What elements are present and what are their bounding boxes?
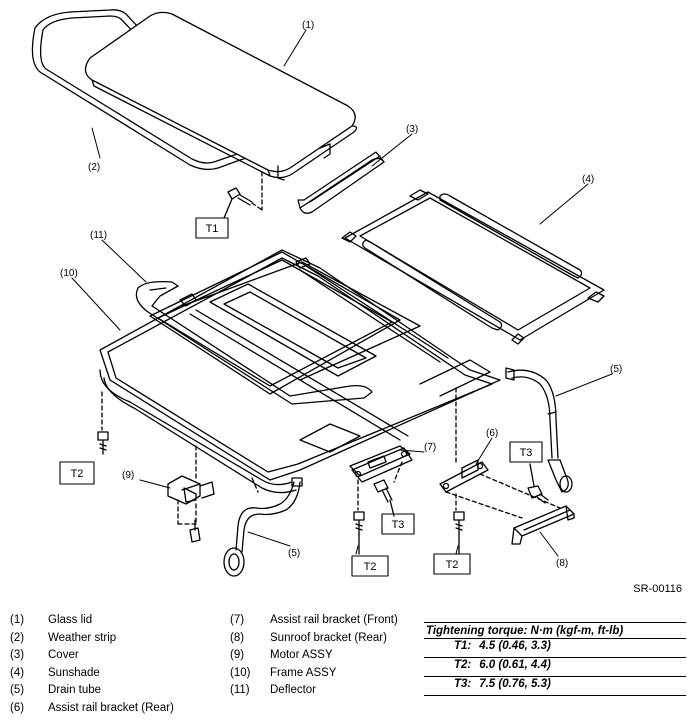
callout-4: (4) [582, 174, 594, 185]
legend-name: Deflector [270, 684, 317, 696]
deflector-part [135, 280, 373, 405]
sunroof-bracket-rear-part [511, 505, 575, 545]
legend-row: (9) Motor ASSY [230, 647, 398, 665]
legend-name: Assist rail bracket (Front) [270, 614, 398, 626]
legend-num: (7) [230, 614, 245, 626]
callout-1: (1) [302, 20, 314, 31]
torque-tag-t3-right: T3 [509, 441, 543, 463]
callout-5-rear: (5) [610, 364, 622, 375]
torque-value: 6.0 (0.61, 4.4) [479, 659, 551, 671]
callout-5-front: (5) [288, 548, 300, 559]
legend-name: Sunshade [48, 666, 100, 679]
legend-num: (8) [230, 631, 245, 644]
parts-legend-left: (1) Glass lid (2) Weather strip (3) Cover (… [10, 612, 174, 717]
torque-tag-t1: T1 [195, 217, 229, 239]
legend-num: (10) [230, 666, 251, 679]
legend-row: (5) Drain tube [10, 682, 174, 700]
callout-3: (3) [406, 124, 418, 135]
legend-num: (5) [10, 684, 25, 696]
legend-num: (4) [10, 666, 25, 679]
torque-key: T1: [454, 640, 472, 652]
legend-row: (1) Glass lid [10, 612, 174, 630]
callout-11: (11) [90, 230, 107, 241]
callout-2: (2) [88, 162, 100, 173]
torque-table: Tightening torque: N·m (kgf-m, ft-lb) T1… [424, 622, 686, 696]
bolt-t2-right [453, 511, 465, 555]
parts-legend-right: (7) Assist rail bracket (Front) (8) Sunroo… [230, 612, 398, 700]
legend-row: (4) Sunshade [10, 665, 174, 683]
torque-tag-t2-right: T2 [433, 553, 471, 575]
torque-value: 7.5 (0.76, 5.3) [479, 678, 551, 690]
svg-text:T2: T2 [446, 559, 459, 571]
svg-text:T3: T3 [520, 447, 533, 459]
torque-tag-t2-center: T2 [351, 555, 389, 577]
legend-name: Glass lid [48, 614, 93, 626]
torque-tag-t2-left: T2 [59, 461, 95, 485]
torque-key: T2: [454, 659, 472, 671]
legend-num: (9) [230, 649, 245, 661]
motor-assy-part [167, 475, 215, 543]
legend-num: (2) [10, 631, 25, 644]
legend-name: Motor ASSY [270, 649, 333, 661]
legend-row: (2) Weather strip [10, 630, 174, 648]
svg-text:T3: T3 [392, 519, 405, 531]
sunroof-exploded-diagram: (1) (2) (3) (4) (5) (6) (7) (8) (9) (10)… [31, 9, 622, 577]
svg-text:T1: T1 [206, 223, 219, 235]
legend-name: Cover [48, 649, 79, 661]
bolt-t2-left [97, 431, 109, 455]
legend-row: (10) Frame ASSY [230, 665, 398, 683]
assist-rail-bracket-front-part [349, 445, 413, 511]
torque-row: T3: 7.5 (0.76, 5.3) [424, 677, 686, 696]
legend-name: Assist rail bracket (Rear) [48, 701, 174, 714]
figure-code: SR-00116 [633, 583, 682, 595]
torque-value: 4.5 (0.46, 3.3) [479, 640, 551, 652]
drain-tube-rear-part [505, 367, 573, 493]
legend-name: Weather strip [48, 631, 117, 644]
legend-name: Drain tube [48, 684, 102, 696]
glass-lid-part [84, 11, 358, 211]
legend-row: (7) Assist rail bracket (Front) [230, 612, 398, 630]
bolt-t2-center [353, 511, 365, 555]
bolt-t3-center [373, 479, 395, 517]
legend-num: (3) [10, 649, 25, 661]
legend-num: (6) [10, 701, 25, 714]
callout-9: (9) [122, 470, 134, 481]
callout-10: (10) [60, 268, 78, 279]
legend-name: Sunroof bracket (Rear) [270, 631, 387, 644]
torque-key: T3: [454, 678, 472, 690]
torque-row: T1: 4.5 (0.46, 3.3) [424, 639, 686, 658]
svg-text:T2: T2 [364, 561, 377, 573]
torque-table-title: Tightening torque: N·m (kgf-m, ft-lb) [424, 622, 686, 639]
legend-name: Frame ASSY [270, 666, 337, 679]
assist-rail-bracket-rear-part [439, 459, 561, 519]
bolt-t1 [223, 187, 263, 219]
frame-assy-part [99, 249, 501, 494]
callout-6: (6) [486, 428, 498, 439]
legend-num: (1) [10, 614, 25, 626]
torque-row: T2: 6.0 (0.61, 4.4) [424, 658, 686, 677]
sunshade-part [341, 189, 605, 345]
bolt-t3-right [527, 463, 549, 504]
torque-tag-t3-center: T3 [381, 513, 415, 535]
legend-num: (11) [230, 684, 250, 696]
legend-row: (3) Cover [10, 647, 174, 665]
legend-row: (8) Sunroof bracket (Rear) [230, 630, 398, 648]
svg-text:T2: T2 [71, 468, 84, 480]
drain-tube-front-part [223, 477, 303, 577]
legend-row: (6) Assist rail bracket (Rear) [10, 700, 174, 718]
leader-lines [71, 29, 613, 557]
legend-row: (11) Deflector [230, 682, 398, 700]
callout-7: (7) [424, 442, 436, 453]
callout-8: (8) [556, 558, 568, 569]
